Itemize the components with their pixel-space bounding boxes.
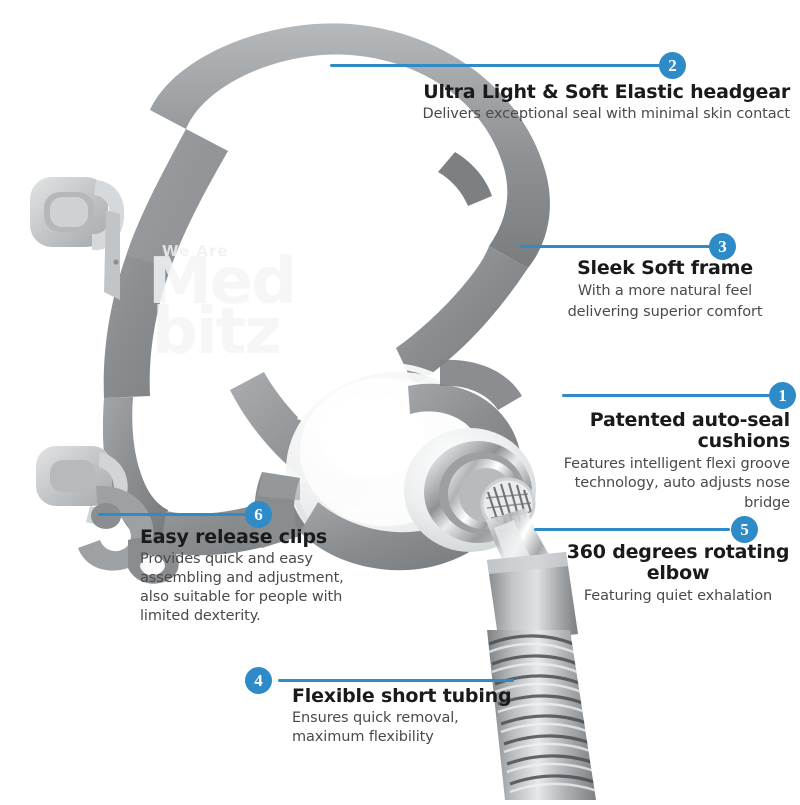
badge-2: 2 — [659, 52, 686, 79]
callout-1-title: Patented auto-seal cushions — [589, 409, 790, 453]
callout-3-desc: With a more natural feel delivering supe… — [567, 283, 763, 321]
callout-4-text: Flexible short tubing Ensures quick remo… — [292, 685, 542, 747]
callout-2-desc: Delivers exceptional seal with minimal s… — [422, 106, 791, 123]
badge-1: 1 — [769, 382, 796, 409]
rotating-elbow — [404, 428, 556, 584]
callout-2-title: Ultra Light & Soft Elastic headgear — [423, 81, 790, 103]
callout-4-title: Flexible short tubing — [292, 685, 512, 707]
badge-5: 5 — [731, 516, 758, 543]
leader-line-6 — [98, 513, 250, 516]
leader-line-2 — [330, 64, 664, 67]
badge-6: 6 — [245, 501, 272, 528]
callout-5-desc: Featuring quiet exhalation — [583, 587, 773, 604]
tube-cuff — [487, 552, 578, 644]
watermark-line-2: Med — [148, 244, 297, 319]
strap-right-upper — [396, 246, 528, 386]
callout-5-title: 360 degrees rotating elbow — [566, 541, 790, 585]
callout-5-text: 360 degrees rotating elbow Featuring qui… — [560, 541, 796, 605]
callout-6-title: Easy release clips — [140, 526, 327, 548]
callout-3-title: Sleek Soft frame — [577, 257, 753, 279]
leader-line-1 — [562, 394, 770, 397]
callout-1-desc: Features intelligent flexi groove techno… — [563, 455, 790, 511]
soft-frame-lower-arm — [300, 500, 500, 571]
strap-temple-notch — [438, 152, 492, 206]
callout-3-text: Sleek Soft frame With a more natural fee… — [540, 257, 790, 323]
badge-3: 3 — [709, 233, 736, 260]
leader-line-5 — [534, 528, 730, 531]
callout-6-text: Easy release clips Provides quick and ea… — [140, 526, 350, 626]
lower-release-clip — [36, 446, 179, 584]
leader-line-4 — [278, 679, 514, 682]
badge-4: 4 — [245, 667, 272, 694]
watermark: We Are Med bitz — [148, 242, 358, 396]
callout-2-text: Ultra Light & Soft Elastic headgear Deli… — [350, 81, 791, 123]
strap-top-band — [150, 23, 550, 268]
callout-6-desc: Provides quick and easy assembling and a… — [140, 551, 344, 624]
callout-4-desc: Ensures quick removal, maximum flexibili… — [292, 710, 459, 746]
watermark-line-3: bitz — [152, 294, 282, 369]
leader-line-3 — [520, 245, 710, 248]
callout-1-text: Patented auto-seal cushions Features int… — [560, 409, 790, 513]
strap-left-inner-highlight — [126, 129, 228, 267]
watermark-line-1: We Are — [162, 242, 229, 260]
side-buckle-clip — [30, 177, 125, 300]
